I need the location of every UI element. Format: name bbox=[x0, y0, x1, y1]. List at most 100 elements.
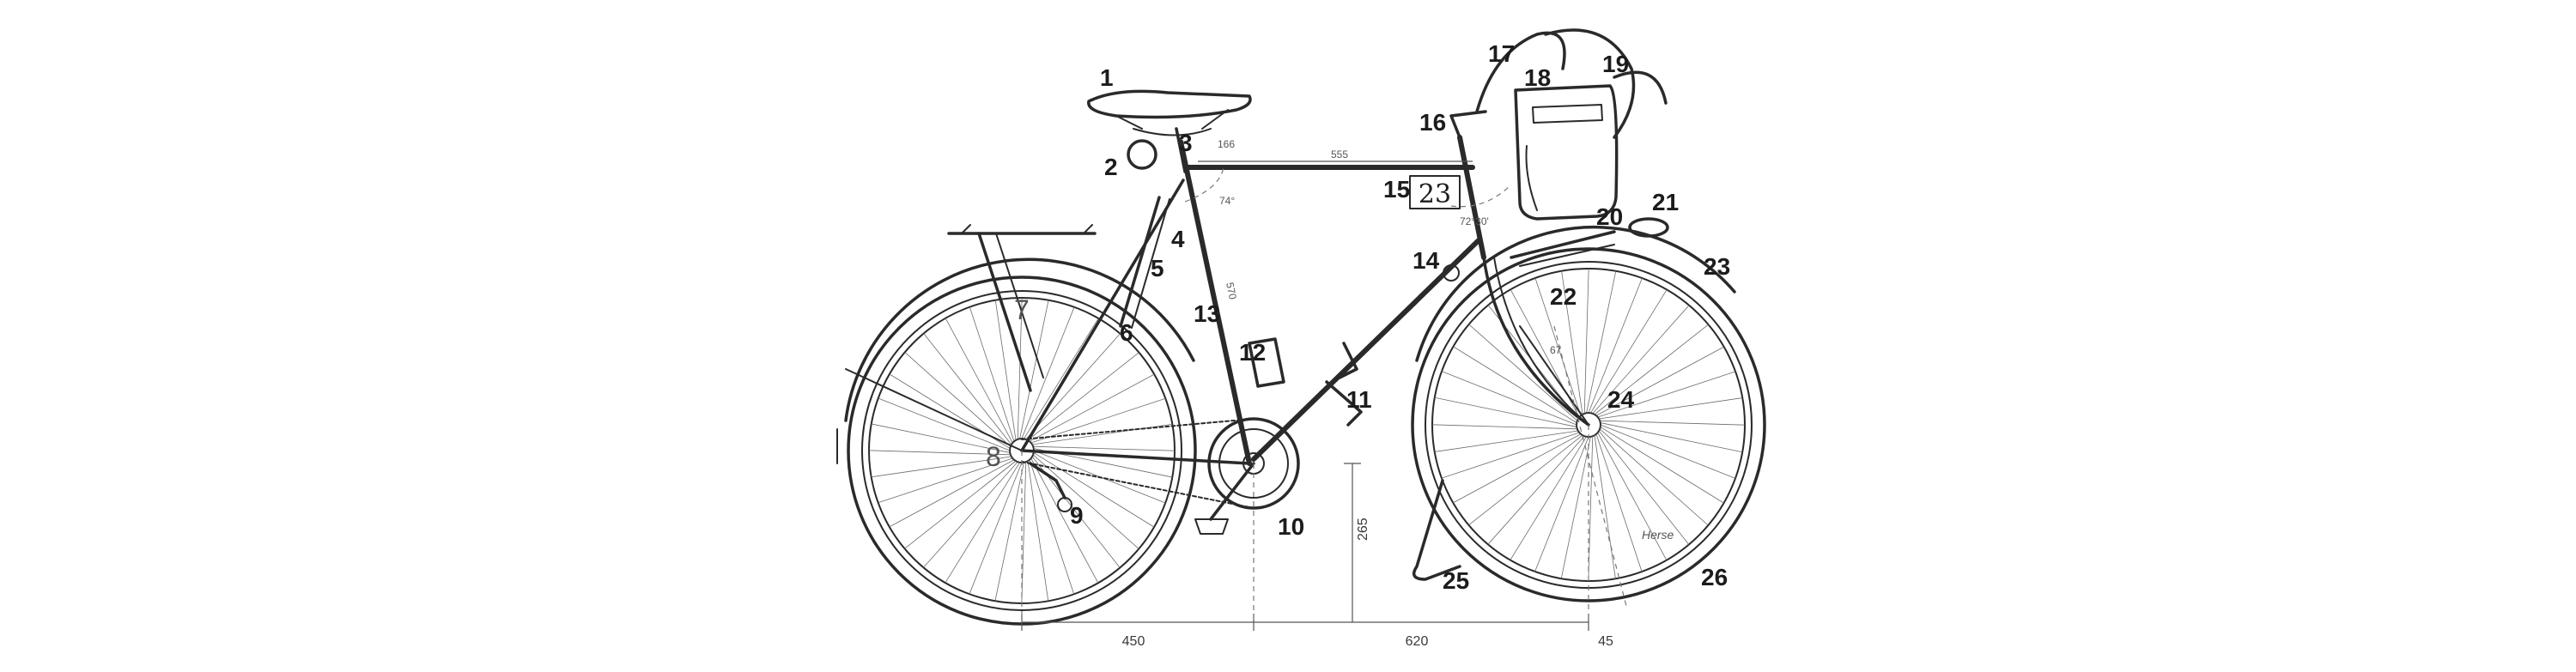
callout-24: 24 bbox=[1607, 386, 1635, 413]
rear-spoke bbox=[1030, 397, 1166, 444]
callout-22: 22 bbox=[1550, 283, 1577, 310]
rear-derailleur bbox=[1029, 462, 1072, 512]
callout-12: 12 bbox=[1239, 339, 1266, 366]
callout-9: 9 bbox=[1070, 502, 1084, 529]
artist-signature: Herse bbox=[1642, 528, 1674, 542]
rear-spoke bbox=[1017, 297, 1023, 439]
front-spoke bbox=[1453, 346, 1577, 423]
rear-spoke bbox=[923, 461, 1018, 568]
callout-2: 2 bbox=[1104, 154, 1118, 180]
callout-14: 14 bbox=[1413, 247, 1440, 274]
front-spoke bbox=[1434, 397, 1577, 427]
rear-spoke bbox=[1025, 333, 1121, 440]
callout-16: 16 bbox=[1419, 109, 1446, 136]
front-spoke bbox=[1590, 289, 1668, 414]
callout-11: 11 bbox=[1346, 386, 1372, 413]
saddle-setback-dimension: 166 bbox=[1218, 138, 1235, 150]
callout-10: 10 bbox=[1278, 513, 1304, 540]
crank-arm bbox=[1194, 462, 1255, 535]
rear-spoke bbox=[904, 352, 1012, 447]
callout-6: 6 bbox=[1120, 319, 1133, 346]
rear-spoke bbox=[923, 333, 1012, 445]
callout-13: 13 bbox=[1194, 300, 1220, 327]
front-rack bbox=[1510, 230, 1616, 267]
callout-15: 15 bbox=[1383, 176, 1410, 203]
rear-spoke bbox=[878, 457, 1013, 504]
bb-height-dimension: 265 bbox=[1356, 518, 1370, 541]
front-spoke bbox=[1441, 432, 1580, 479]
rear-spoke bbox=[1032, 454, 1139, 549]
saddle bbox=[1087, 89, 1252, 136]
callout-20: 20 bbox=[1596, 203, 1623, 230]
plate-number: 23 bbox=[1419, 179, 1451, 209]
callout-labels: 1 2 3 4 5 6 7 8 9 10 11 12 13 14 15 16 1… bbox=[986, 40, 1730, 594]
rear-spoke bbox=[994, 462, 1024, 602]
front-spoke bbox=[1599, 397, 1743, 420]
top-tube-dimension: 555 bbox=[1331, 148, 1348, 160]
front-spoke bbox=[1600, 422, 1743, 453]
front-spoke bbox=[1599, 428, 1709, 526]
front-spoke bbox=[1600, 424, 1736, 479]
front-spoke bbox=[1598, 430, 1690, 545]
front-fender bbox=[1415, 225, 1736, 362]
callout-3: 3 bbox=[1179, 130, 1193, 156]
rear-lamp bbox=[1127, 139, 1157, 170]
rear-spoke bbox=[1029, 373, 1155, 442]
front-spoke bbox=[1560, 436, 1591, 579]
rear-spoke bbox=[1033, 452, 1155, 528]
rear-spoke bbox=[1021, 306, 1075, 439]
front-spoke bbox=[1441, 371, 1577, 426]
rear-spoke bbox=[904, 460, 1017, 549]
handlebar bbox=[1475, 28, 1668, 139]
rear-spoke bbox=[871, 423, 1011, 453]
front-spoke bbox=[1588, 436, 1594, 582]
callout-26: 26 bbox=[1701, 564, 1728, 590]
head-angle-label: 72°30' bbox=[1460, 215, 1489, 227]
rear-spoke bbox=[1027, 461, 1049, 602]
front-center-dimension: 620 bbox=[1406, 634, 1429, 649]
front-spoke bbox=[1510, 436, 1587, 560]
rear-spoke bbox=[889, 459, 1015, 528]
dimension-lines bbox=[1021, 160, 1628, 631]
rake-dimension: 67 bbox=[1550, 344, 1562, 356]
rear-spoke bbox=[969, 462, 1023, 595]
rear-spoke bbox=[945, 462, 1020, 584]
rear-spoke bbox=[871, 456, 1012, 478]
front-spoke bbox=[1595, 433, 1643, 572]
front-spoke bbox=[1586, 270, 1617, 414]
front-derailleur bbox=[1325, 380, 1363, 427]
front-spoke bbox=[1600, 420, 1746, 426]
front-spoke bbox=[1595, 346, 1724, 416]
rear-spoke bbox=[1029, 459, 1075, 595]
front-spoke bbox=[1600, 427, 1724, 504]
callout-21: 21 bbox=[1652, 189, 1679, 215]
callout-17: 17 bbox=[1488, 40, 1515, 67]
front-spoke bbox=[1561, 270, 1583, 415]
front-spoke bbox=[1468, 434, 1583, 526]
callout-8: 8 bbox=[986, 441, 1001, 472]
rear-spoke bbox=[1019, 300, 1049, 439]
rear-spoke bbox=[1024, 318, 1099, 439]
seat-angle-label: 74° bbox=[1219, 195, 1235, 207]
front-spoke bbox=[1594, 435, 1616, 579]
chain bbox=[1021, 418, 1255, 509]
front-spoke bbox=[1487, 435, 1585, 545]
fork-offset-dimension: 45 bbox=[1598, 634, 1613, 649]
rear-spoke bbox=[945, 318, 1013, 444]
callout-1: 1 bbox=[1100, 64, 1114, 91]
front-spoke bbox=[1583, 268, 1589, 414]
front-spoke bbox=[1431, 424, 1577, 430]
front-spoke bbox=[1588, 277, 1643, 414]
callout-19: 19 bbox=[1602, 51, 1629, 77]
front-spoke bbox=[1597, 371, 1736, 418]
rear-spoke bbox=[868, 450, 1011, 456]
rear-fender bbox=[836, 257, 1195, 464]
rear-spoke bbox=[1021, 462, 1027, 604]
front-spoke bbox=[1534, 436, 1589, 572]
callout-5: 5 bbox=[1151, 255, 1164, 282]
front-spoke bbox=[1597, 432, 1668, 560]
callout-23: 23 bbox=[1704, 253, 1730, 280]
front-spoke bbox=[1534, 277, 1582, 416]
front-spoke bbox=[1434, 430, 1578, 452]
